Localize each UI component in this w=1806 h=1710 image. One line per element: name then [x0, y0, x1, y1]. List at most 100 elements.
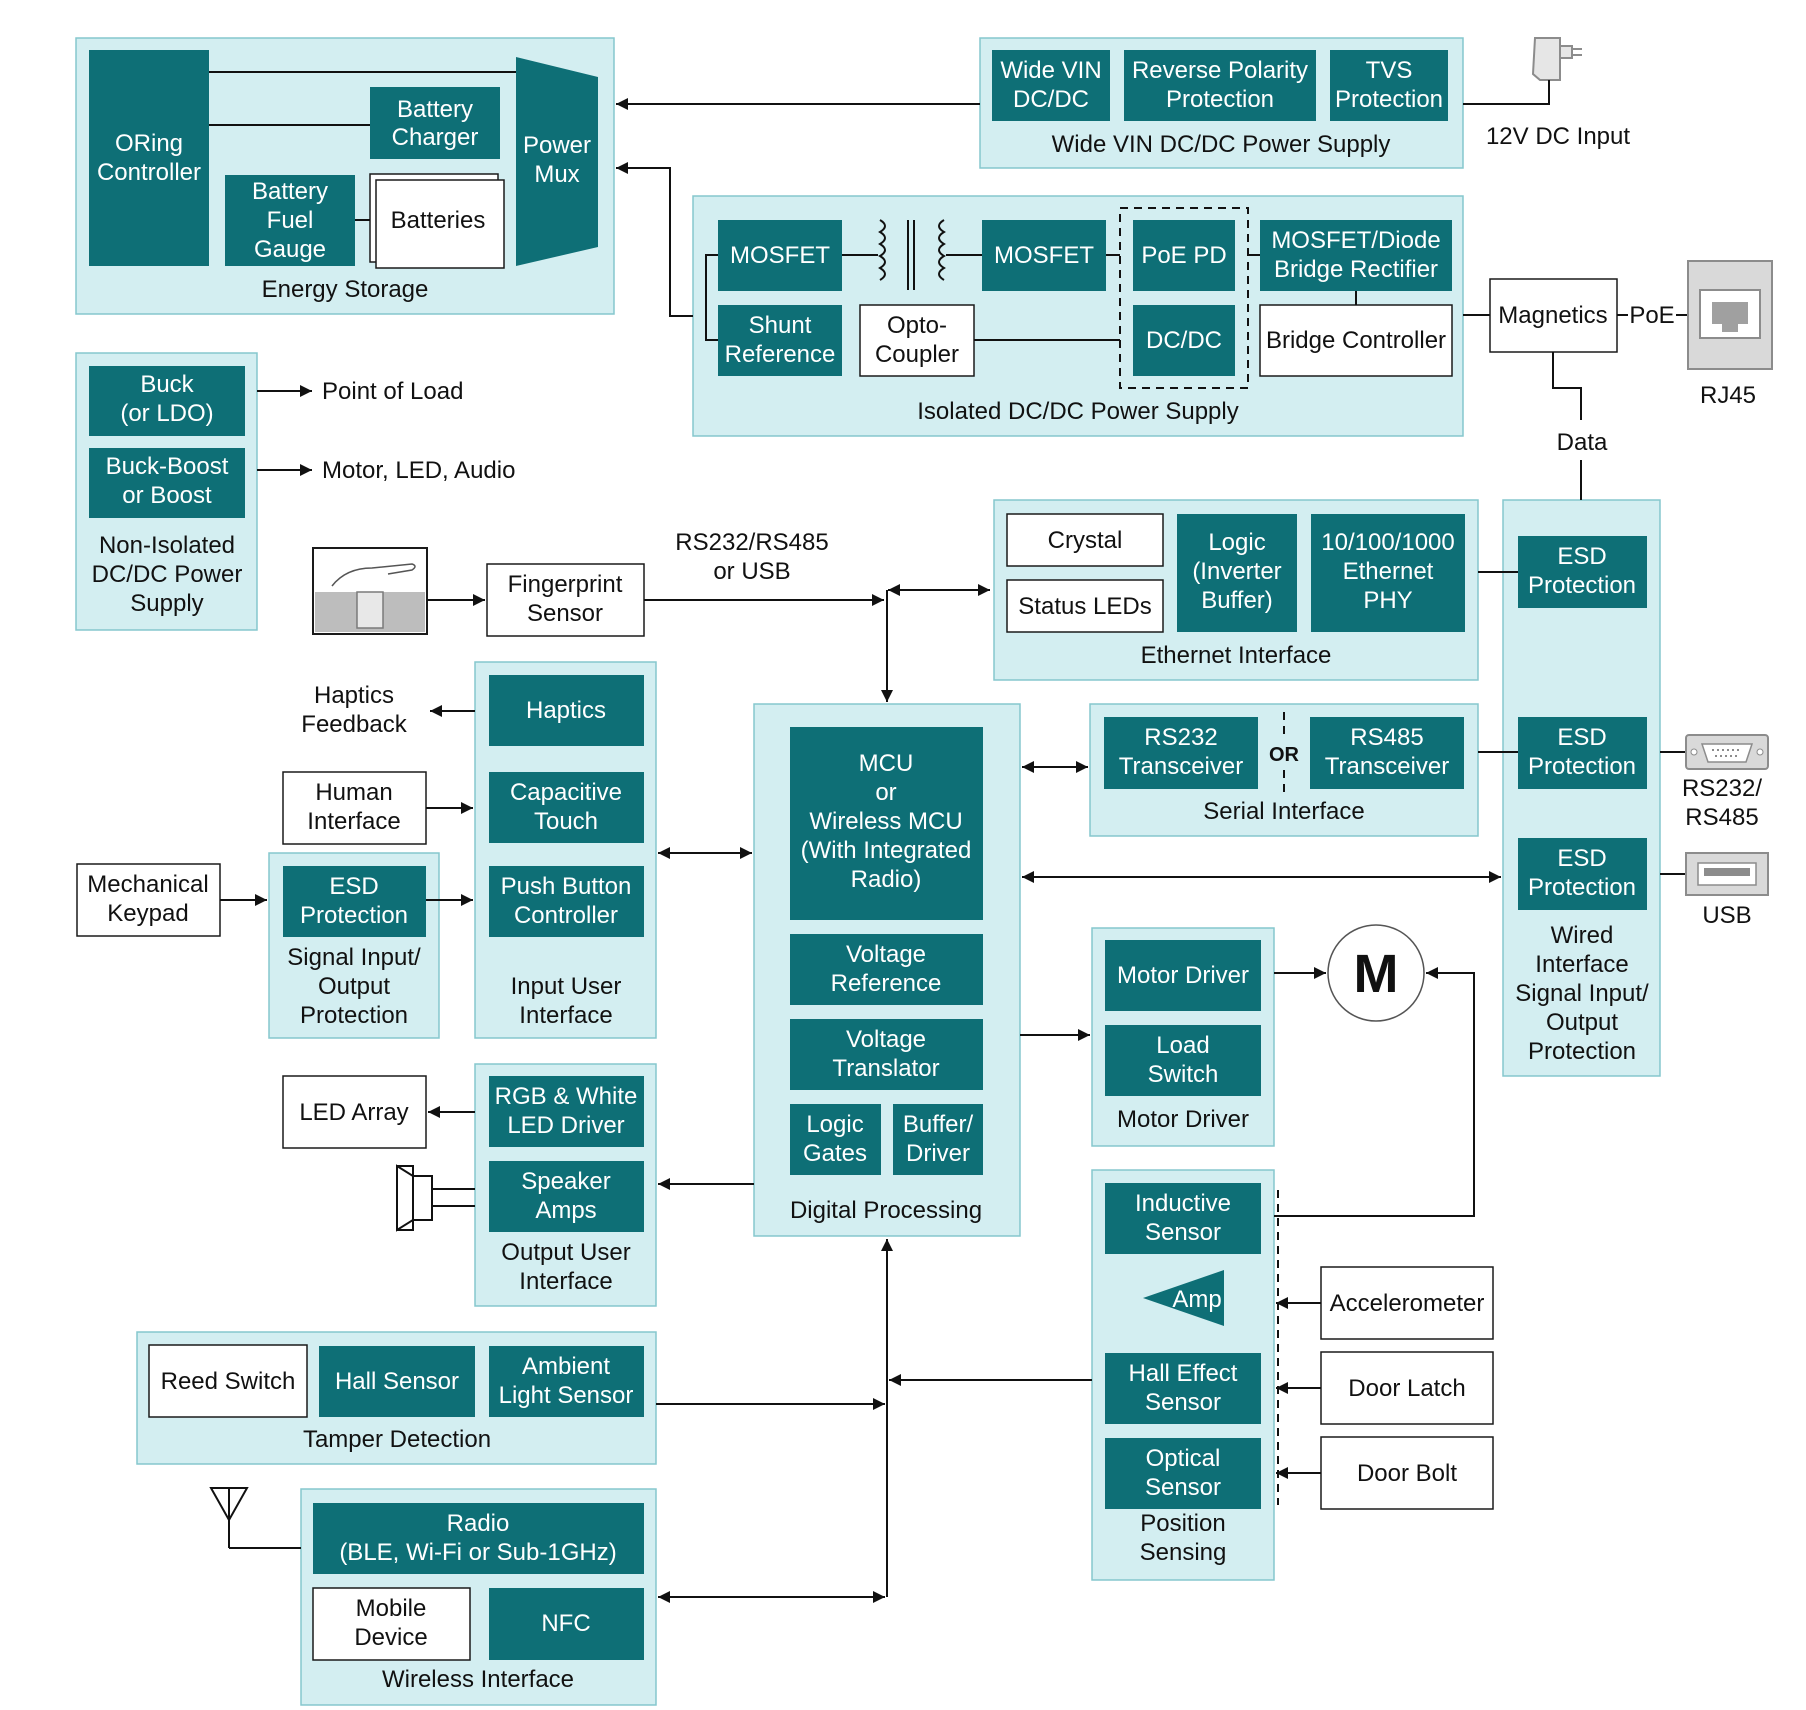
hall-effect-line1: Hall Effect [1129, 1360, 1238, 1387]
accelerometer-label: Accelerometer [1330, 1290, 1485, 1317]
motor-icon [1327, 924, 1425, 1022]
buck-line2: (or LDO) [120, 400, 213, 427]
keypad-group-line1: Signal Input/ [287, 944, 421, 971]
status-leds-label: Status LEDs [1018, 593, 1151, 620]
bridge-rectifier-block [1260, 220, 1452, 291]
eth-phy-line1: 10/100/1000 [1321, 529, 1454, 556]
wide-vin-dcdc-line1: Wide VIN [1000, 57, 1101, 84]
crystal-label: Crystal [1048, 527, 1123, 554]
eth-phy-line2: Ethernet [1343, 558, 1434, 585]
rgb-line2: LED Driver [507, 1112, 624, 1139]
logic-gates-block [790, 1104, 881, 1175]
inductive-line1: Inductive [1135, 1190, 1231, 1217]
usb-port-icon [1685, 852, 1769, 896]
door-latch-label: Door Latch [1348, 1375, 1465, 1402]
door-bolt-label: Door Bolt [1357, 1460, 1457, 1487]
rj45-jack-icon [1687, 260, 1773, 370]
hall-sensor-block [319, 1346, 475, 1417]
magnetics-to-data-line [1552, 352, 1582, 420]
load-switch-line2: Switch [1148, 1061, 1219, 1088]
optical-line1: Optical [1146, 1445, 1221, 1472]
keypad-line1: Mechanical [87, 871, 208, 898]
batteries-box [375, 179, 505, 269]
svg-text:Opto-Coupler: Opto-Coupler [875, 312, 959, 368]
power-mux-line2: Mux [534, 161, 579, 188]
rs232-line1: RS232 [1144, 724, 1217, 751]
buffer-line1: Buffer/ [903, 1111, 974, 1138]
optical-line2: Sensor [1145, 1474, 1221, 1501]
wired-title-line3: Signal Input/ [1515, 980, 1649, 1007]
mcu-line2: or [875, 779, 896, 806]
rgb-line1: RGB & White [495, 1083, 638, 1110]
speaker-icon [396, 1164, 475, 1232]
nfc-label: NFC [541, 1610, 590, 1637]
fingerprint-reader-icon [312, 547, 428, 635]
transformer-icon [878, 219, 946, 290]
voltage-translator-block [790, 1019, 983, 1090]
non-isolated-title-line3: Supply [130, 590, 203, 617]
buckboost-line1: Buck-Boost [106, 453, 229, 480]
mosfet-secondary-label: MOSFET [994, 242, 1094, 269]
led-array-label: LED Array [299, 1099, 408, 1126]
speaker-amps-block [489, 1161, 644, 1232]
capacitive-touch-block [489, 772, 644, 843]
status-leds-box [1006, 579, 1164, 633]
crystal-box [1006, 513, 1164, 567]
or-label: OR [1269, 744, 1300, 766]
shunt-reference-block [718, 305, 842, 376]
eth-logic-line3: Buffer) [1201, 587, 1273, 614]
fingerprint-sensor-box [486, 563, 645, 637]
ambient-line2: Light Sensor [499, 1382, 634, 1409]
bridge-controller-box [1259, 304, 1453, 377]
isolated-to-mux-arrow [616, 162, 693, 317]
wired-title-line5: Protection [1528, 1038, 1636, 1065]
motor-led-audio-label: Motor, LED, Audio [322, 457, 515, 484]
wired-title-line2: Interface [1535, 951, 1628, 978]
usb-label: USB [1702, 902, 1751, 929]
esd-eth-line1: ESD [1557, 543, 1606, 570]
rs485-transceiver-block [1310, 717, 1464, 789]
non-isolated-title-line1: Non-Isolated [99, 532, 235, 559]
mcu-line3: Wireless MCU [809, 808, 962, 835]
oring-controller-block [89, 50, 209, 266]
bridge-rect-line2: Bridge Rectifier [1274, 256, 1438, 283]
mosfet-primary-block [718, 220, 842, 291]
shunt-line1: Shunt [749, 312, 812, 339]
vref-line1: Voltage [846, 941, 926, 968]
tvs-line1: TVS [1366, 57, 1413, 84]
led-array-box [282, 1075, 427, 1149]
vref-line2: Reference [831, 970, 942, 997]
input-ui-title-line2: Interface [519, 1002, 612, 1029]
esd-usb-block [1518, 838, 1647, 910]
poe-pd-dashed-boundary [1119, 207, 1249, 389]
inductive-sensor-block [1105, 1183, 1261, 1254]
optical-sensor-block [1105, 1438, 1261, 1509]
hall-sensor-label: Hall Sensor [335, 1368, 459, 1395]
cap-touch-line1: Capacitive [510, 779, 622, 806]
ambient-line1: Ambient [522, 1353, 610, 1380]
keypad-esd-line1: ESD [329, 873, 378, 900]
fp-link-line1: RS232/RS485 [675, 529, 828, 556]
reed-switch-box [148, 1344, 308, 1418]
door-bolt-box [1320, 1436, 1494, 1510]
point-of-load-label: Point of Load [322, 378, 463, 405]
svg-text:Radio(BLE, Wi-Fi or Sub-1GHz): Radio(BLE, Wi-Fi or Sub-1GHz) [339, 1510, 616, 1566]
